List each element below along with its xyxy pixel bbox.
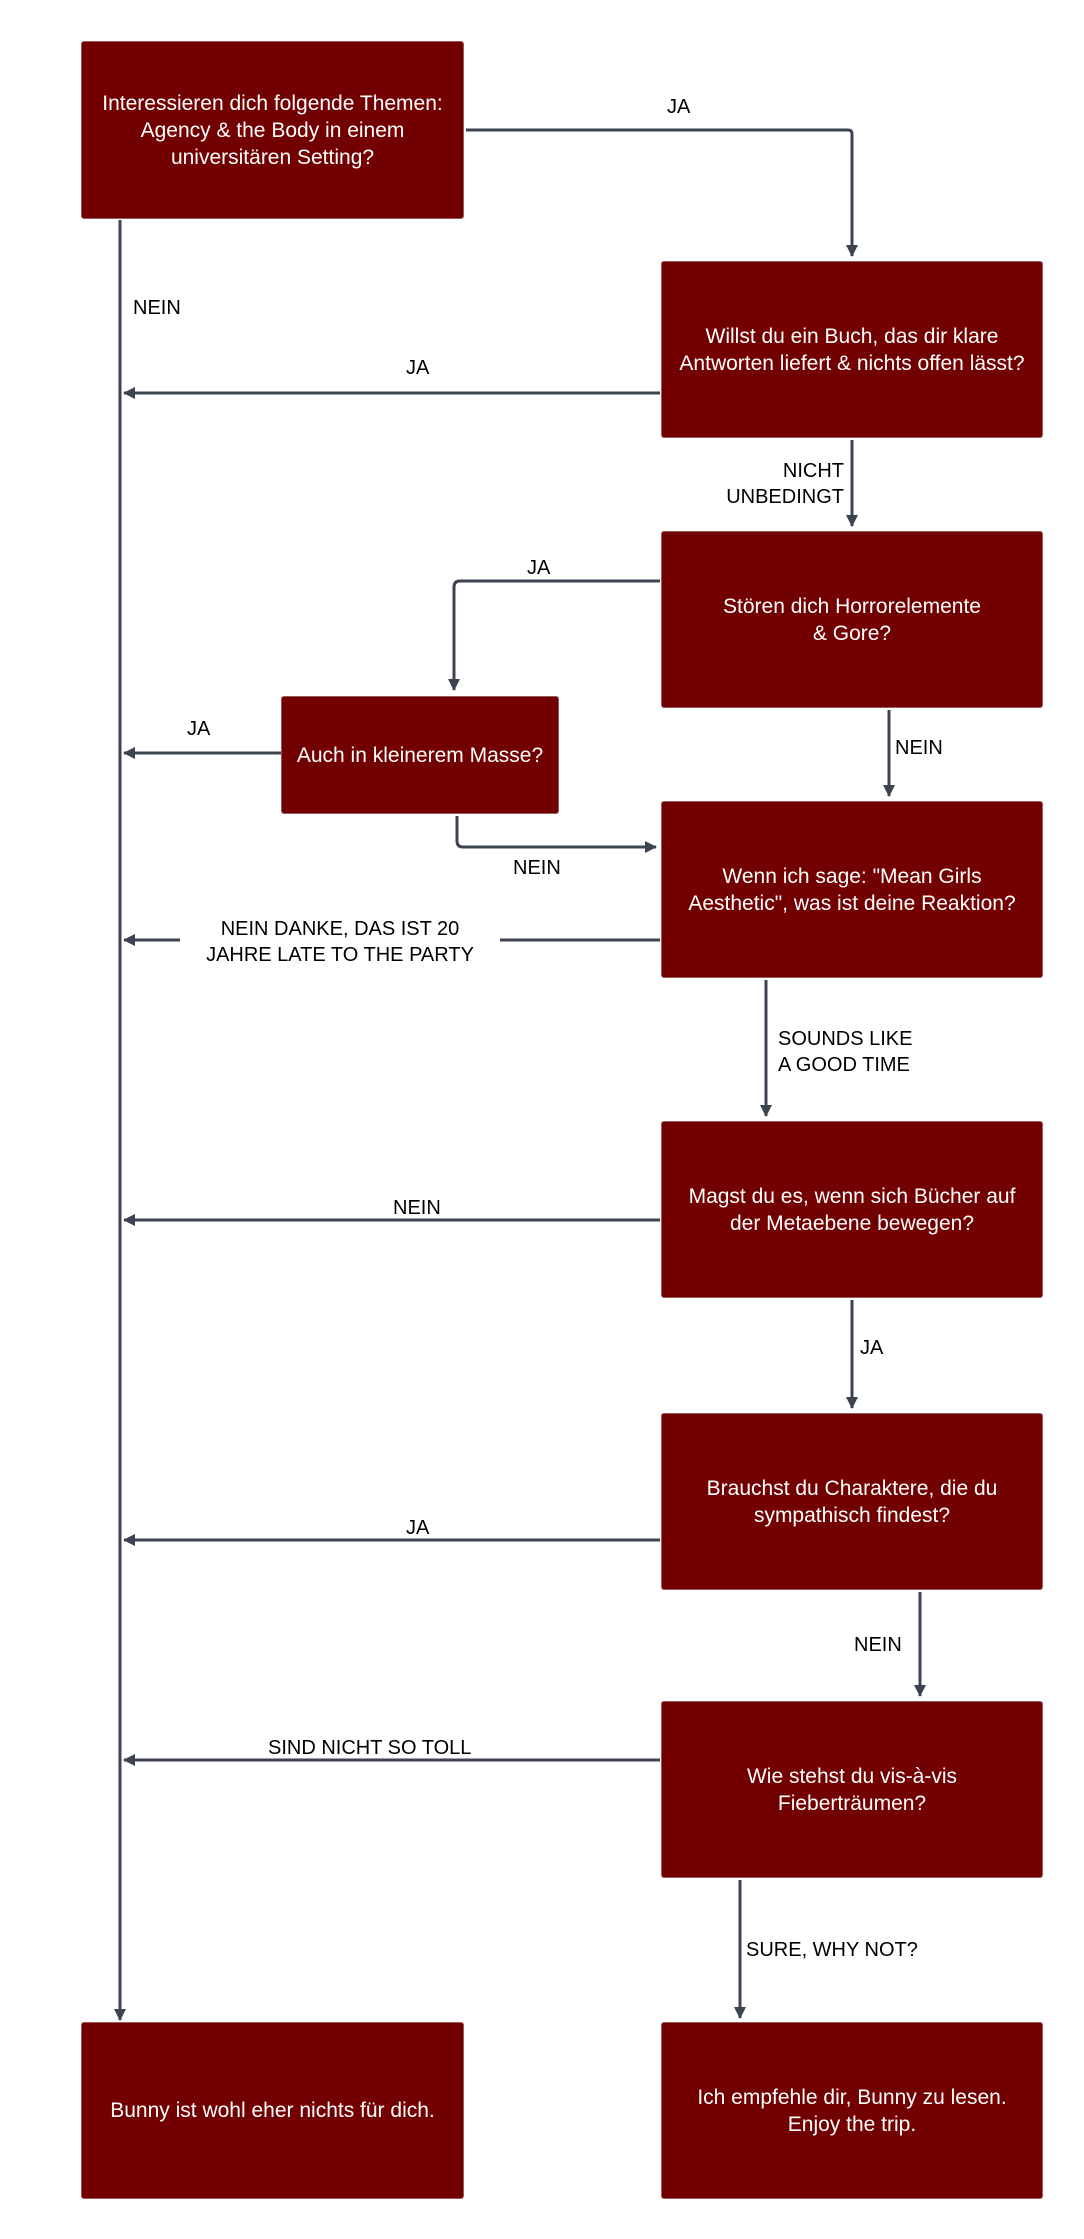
edge-q1-yes (466, 128, 858, 257)
label-q3b-yes: JA (187, 718, 211, 740)
label-q4-yes: SOUNDS LIKE A GOOD TIME (778, 1028, 913, 1076)
question-fever-dreams: Wie stehst du vis-à-vis Fieberträumen? (661, 1701, 1043, 1878)
result-read-bunny: Ich empfehle dir, Bunny zu lesen. Enjoy … (661, 2022, 1043, 2199)
question-smaller-dose: Auch in kleinerem Masse? (281, 696, 559, 814)
question-clear-answers: Willst du ein Buch, das dir klare Antwor… (661, 261, 1043, 438)
question-agency-body: Interessieren dich folgende Themen: Agen… (81, 41, 464, 219)
label-q1-no: NEIN (133, 297, 181, 319)
label-q6-no: NEIN (854, 1634, 902, 1656)
label-q1-yes: JA (667, 96, 691, 118)
result-not-for-you: Bunny ist wohl eher nichts für dich. (81, 2022, 464, 2199)
question-sympathetic-characters: Brauchst du Charaktere, die du sympathis… (661, 1413, 1043, 1590)
label-q4-no: NEIN DANKE, DAS IST 20 JAHRE LATE TO THE… (180, 916, 500, 968)
edge-q3-yes (448, 579, 660, 691)
label-q7-yes: SURE, WHY NOT? (746, 1939, 918, 1961)
label-q5-no: NEIN (393, 1197, 441, 1219)
label-q3-yes: JA (527, 557, 551, 579)
edge-q3b-no (455, 816, 657, 853)
question-horror-gore: Stören dich Horrorelemente & Gore? (661, 531, 1043, 708)
label-q3b-no: NEIN (513, 857, 561, 879)
question-metaebene: Magst du es, wenn sich Bücher auf der Me… (661, 1121, 1043, 1298)
label-q7-no: SIND NICHT SO TOLL (268, 1737, 472, 1759)
label-q3-no: NEIN (895, 737, 943, 759)
question-mean-girls: Wenn ich sage: "Mean Girls Aesthetic", w… (661, 801, 1043, 978)
label-q6-yes: JA (406, 1517, 430, 1539)
label-q2-yes: JA (406, 357, 430, 379)
label-q2-no: NICHT UNBEDINGT (726, 460, 844, 508)
label-q5-yes: JA (860, 1337, 884, 1359)
